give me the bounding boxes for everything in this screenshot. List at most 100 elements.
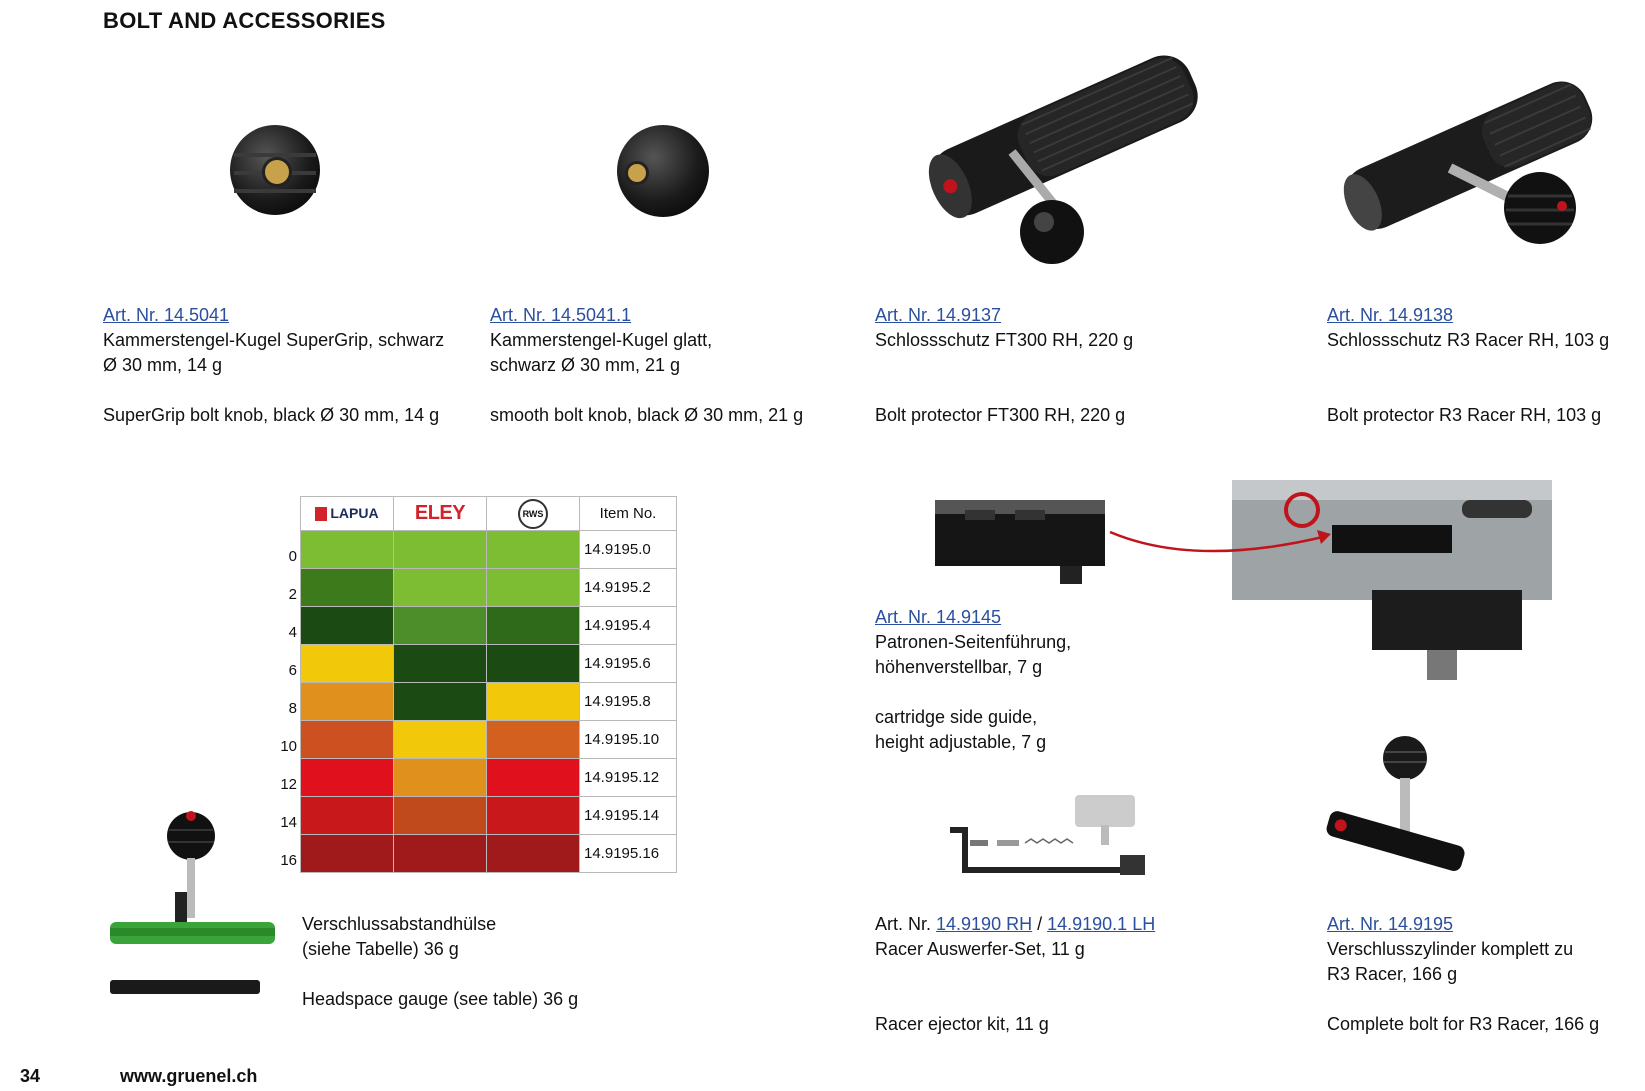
- eley-logo: ELEY: [393, 496, 487, 531]
- color-cell: [393, 606, 487, 645]
- product-desc-de: Kammerstengel-Kugel glatt,: [490, 330, 713, 350]
- table-row: 14.9195.10: [300, 720, 677, 759]
- table-row: 14.9195.0: [300, 530, 677, 569]
- product-desc-de: (siehe Tabelle) 36 g: [302, 939, 459, 959]
- table-row: 14.9195.8: [300, 682, 677, 721]
- table-row: 14.9195.4: [300, 606, 677, 645]
- item-number-cell: 14.9195.12: [579, 758, 677, 797]
- article-link[interactable]: Art. Nr. 14.9145: [875, 607, 1002, 627]
- color-cell: [486, 834, 580, 873]
- article-link[interactable]: Art. Nr. 14.9195: [1327, 914, 1454, 934]
- headspace-gauge-image: [110, 811, 275, 994]
- article-link[interactable]: Art. Nr. 14.9137: [875, 305, 1002, 325]
- product-14-9195: Art. Nr. 14.9195 Verschlusszylinder komp…: [1327, 912, 1599, 1037]
- row-label: 14: [280, 814, 297, 831]
- article-line: Art. Nr. 14.9190 RH / 14.9190.1 LH: [875, 912, 1155, 937]
- table-row: 14.9195.12: [300, 758, 677, 797]
- supergrip-knob-image: [230, 125, 320, 215]
- product-14-9145: Art. Nr. 14.9145 Patronen-Seitenführung,…: [875, 605, 1071, 755]
- headspace-gauge-text: Verschlussabstandhülse (siehe Tabelle) 3…: [302, 912, 578, 1012]
- product-14-9137: Art. Nr. 14.9137 Schlossschutz FT300 RH,…: [875, 303, 1133, 428]
- color-cell: [300, 530, 394, 569]
- article-link-lh[interactable]: 14.9190.1 LH: [1047, 914, 1156, 934]
- arrow-indicator: [1109, 530, 1331, 553]
- product-desc-de: Ø 30 mm, 14 g: [103, 355, 223, 375]
- product-desc-en: smooth bolt knob, black Ø 30 mm, 21 g: [490, 405, 804, 425]
- color-cell: [486, 682, 580, 721]
- product-desc-de: Racer Auswerfer-Set, 11 g: [875, 939, 1085, 959]
- ejector-kit-image: [950, 795, 1145, 875]
- product-14-5041: Art. Nr. 14.5041 Kammerstengel-Kugel Sup…: [103, 303, 444, 428]
- color-cell: [300, 568, 394, 607]
- product-desc-de: Patronen-Seitenführung,: [875, 632, 1072, 652]
- product-desc-de: Kammerstengel-Kugel SuperGrip, schwarz: [103, 330, 445, 350]
- color-cell: [486, 606, 580, 645]
- item-number-cell: 14.9195.2: [579, 568, 677, 607]
- color-cell: [393, 796, 487, 835]
- article-prefix: Art. Nr.: [875, 914, 937, 934]
- row-label: 6: [288, 662, 297, 679]
- color-cell: [300, 834, 394, 873]
- product-desc-de: Verschlussabstandhülse: [302, 914, 497, 934]
- receiver-image: [1232, 480, 1552, 680]
- row-label: 0: [288, 548, 297, 565]
- item-number-cell: 14.9195.10: [579, 720, 677, 759]
- product-desc-de: Verschlusszylinder komplett zu: [1327, 939, 1574, 959]
- item-no-header: Item No.: [579, 496, 677, 531]
- article-link-rh[interactable]: 14.9190 RH: [936, 914, 1033, 934]
- product-desc-en: Complete bolt for R3 Racer, 166 g: [1327, 1014, 1600, 1034]
- eley-text: ELEY: [414, 502, 466, 524]
- item-number-cell: 14.9195.0: [579, 530, 677, 569]
- item-number-cell: 14.9195.4: [579, 606, 677, 645]
- article-separator: /: [1032, 914, 1048, 934]
- product-desc-de: schwarz Ø 30 mm, 21 g: [490, 355, 681, 375]
- row-label: 10: [280, 738, 297, 755]
- table-row: 14.9195.6: [300, 644, 677, 683]
- product-desc-en: Bolt protector FT300 RH, 220 g: [875, 405, 1126, 425]
- product-desc-de: Schlossschutz FT300 RH, 220 g: [875, 330, 1134, 350]
- article-link[interactable]: Art. Nr. 14.9138: [1327, 305, 1454, 325]
- product-desc-de: höhenverstellbar, 7 g: [875, 657, 1043, 677]
- product-desc-en: SuperGrip bolt knob, black Ø 30 mm, 14 g: [103, 405, 440, 425]
- product-desc-en: Bolt protector R3 Racer RH, 103 g: [1327, 405, 1602, 425]
- bolt-protector-ft300-image: [928, 55, 1198, 264]
- color-cell: [300, 720, 394, 759]
- article-link[interactable]: Art. Nr. 14.5041: [103, 305, 230, 325]
- table-row: 14.9195.2: [300, 568, 677, 607]
- product-14-5041-1: Art. Nr. 14.5041.1 Kammerstengel-Kugel g…: [490, 303, 803, 428]
- color-cell: [393, 568, 487, 607]
- color-cell: [486, 530, 580, 569]
- article-link[interactable]: Art. Nr. 14.5041.1: [490, 305, 632, 325]
- rws-text: RWS: [518, 498, 548, 529]
- color-cell: [300, 682, 394, 721]
- color-cell: [486, 720, 580, 759]
- product-desc-en: Racer ejector kit, 11 g: [875, 1014, 1049, 1034]
- product-desc-en: cartridge side guide,: [875, 707, 1038, 727]
- row-label: 8: [288, 700, 297, 717]
- product-14-9138: Art. Nr. 14.9138 Schlossschutz R3 Racer …: [1327, 303, 1609, 428]
- color-cell: [393, 758, 487, 797]
- headspace-row-labels: 0 2 4 6 8 10 12 14 16: [262, 538, 297, 880]
- row-label: 2: [288, 586, 297, 603]
- color-cell: [486, 568, 580, 607]
- item-number-cell: 14.9195.6: [579, 644, 677, 683]
- row-label: 12: [280, 776, 297, 793]
- color-cell: [300, 758, 394, 797]
- item-number-cell: 14.9195.16: [579, 834, 677, 873]
- smooth-knob-image: [617, 125, 709, 217]
- item-number-cell: 14.9195.8: [579, 682, 677, 721]
- color-cell: [486, 796, 580, 835]
- color-cell: [393, 530, 487, 569]
- row-label: 16: [280, 852, 297, 869]
- color-cell: [393, 644, 487, 683]
- cartridge-side-guide-image: [935, 500, 1105, 584]
- lapua-logo: LAPUA: [300, 496, 394, 531]
- product-desc-en: height adjustable, 7 g: [875, 732, 1047, 752]
- rws-logo: RWS: [486, 496, 580, 531]
- color-cell: [486, 758, 580, 797]
- product-desc-de: R3 Racer, 166 g: [1327, 964, 1458, 984]
- page-number: 34: [20, 1066, 41, 1086]
- color-cell: [393, 834, 487, 873]
- product-desc-de: Schlossschutz R3 Racer RH, 103 g: [1327, 330, 1610, 350]
- color-cell: [300, 796, 394, 835]
